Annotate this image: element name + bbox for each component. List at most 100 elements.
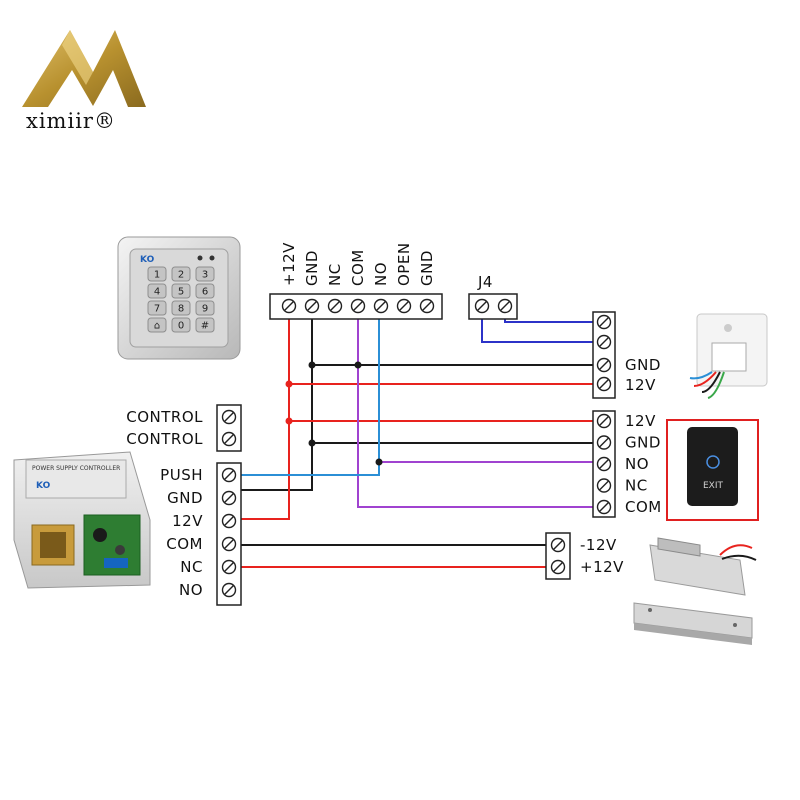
keypad-key-label: 7 <box>154 304 160 315</box>
ps-terminal-label: NC <box>180 558 203 576</box>
wire-j4-b <box>504 306 603 323</box>
exit-terminal-screw <box>596 435 612 450</box>
sensor-terminal-block: GND 12V <box>592 311 661 399</box>
ps-terminal-screw <box>221 559 237 575</box>
reader-terminal-label: COM <box>349 249 367 286</box>
j4-connector: J4 <box>468 273 518 320</box>
exit-terminal-label: 12V <box>625 412 656 430</box>
j4-label: J4 <box>477 273 493 291</box>
ps-label: POWER SUPPLY CONTROLLER <box>32 465 120 472</box>
exit-terminal-label: NC <box>625 477 648 495</box>
brand-name: ximiir® <box>26 109 116 133</box>
keypad-key-label: 1 <box>154 270 160 281</box>
brand-logo: ximiir® <box>22 30 146 133</box>
reader-terminal-screw <box>327 298 343 314</box>
j4-screw <box>497 298 513 314</box>
junctions <box>285 361 383 466</box>
exit-terminal-screw <box>596 499 612 515</box>
ps-terminal-label: 12V <box>172 512 203 530</box>
keypad-key: 7 <box>147 300 167 316</box>
control-terminal-block: CONTROL CONTROL <box>126 404 242 452</box>
lock-terminal-label: -12V <box>580 536 617 554</box>
keypad-key-label: ⌂ <box>154 321 160 332</box>
ps-terminal-screw <box>221 467 237 483</box>
reader-terminal-label: +12V <box>280 242 298 286</box>
keypad-key: 4 <box>147 283 167 299</box>
wires <box>232 306 603 568</box>
keypad-key: 0 <box>171 317 191 333</box>
sensor-terminal-screw <box>596 357 612 373</box>
keypad-key-label: 6 <box>202 287 208 298</box>
exit-terminal-screw <box>596 456 612 472</box>
control-terminal-label: CONTROL <box>126 408 203 426</box>
control-terminal-screw <box>221 431 237 447</box>
keypad-key-label: 0 <box>178 321 184 332</box>
sensor-terminal-screw <box>596 376 612 392</box>
control-terminal-screw <box>221 409 237 425</box>
keypad-key: 3 <box>195 266 215 282</box>
reader-terminal-label: NO <box>372 262 390 286</box>
keypad-key: 8 <box>171 300 191 316</box>
ps-terminal-block: PUSH GND 12V COM NC NO <box>160 462 242 606</box>
wire-com <box>357 306 603 508</box>
keypad-key: 9 <box>195 300 215 316</box>
power-supply: POWER SUPPLY CONTROLLER KO <box>13 451 151 589</box>
keypad-logo: KO <box>140 255 155 265</box>
ps-terminal-screw <box>221 536 237 552</box>
keypad-key-label: # <box>201 321 209 332</box>
keypad-key-label: 8 <box>178 304 184 315</box>
ps-terminal-screw <box>221 490 237 506</box>
reader-terminal-block: +12V GND NC COM NO OPEN GND <box>269 242 443 320</box>
keypad-key-label: 4 <box>154 287 160 298</box>
exit-terminal-screw <box>596 413 612 429</box>
keypad-key: ⌂ <box>147 317 167 333</box>
wire-12v-reader <box>232 306 290 520</box>
keypad-key: 1 <box>147 266 167 282</box>
ps-terminal-label: NO <box>179 581 203 599</box>
keypad-key: # <box>195 317 215 333</box>
reader-terminal-screw <box>419 298 435 314</box>
magnetic-lock <box>633 602 753 645</box>
lock-terminal-screw <box>550 559 566 575</box>
keypad-key-label: 5 <box>178 287 184 298</box>
reader-terminal-screw <box>304 298 320 314</box>
control-terminal-label: CONTROL <box>126 430 203 448</box>
exit-terminal-label: COM <box>625 498 662 516</box>
sensor-terminal-label: 12V <box>625 376 656 394</box>
exit-button-text: EXIT <box>703 481 724 491</box>
reader-terminal-label: GND <box>303 250 321 286</box>
reader-terminal-screw <box>281 298 297 314</box>
j4-screw <box>474 298 490 314</box>
exit-terminal-block: 12V GND NO NC COM <box>592 410 662 518</box>
sensor-terminal-screw <box>596 314 612 330</box>
sensor-terminal-screw <box>596 334 612 350</box>
exit-terminal-screw <box>596 478 612 493</box>
ps-logo: KO <box>36 481 51 491</box>
ps-terminal-label: GND <box>167 489 203 507</box>
electric-bolt-lock <box>649 537 757 596</box>
exit-terminal-label: GND <box>625 434 661 452</box>
reader-terminal-label: GND <box>418 250 436 286</box>
reader-terminal-screw <box>350 298 366 314</box>
ps-terminal-screw <box>221 582 237 598</box>
exit-terminal-label: NO <box>625 455 649 473</box>
ps-terminal-label: COM <box>166 535 203 553</box>
ps-terminal-label: PUSH <box>160 466 203 484</box>
keypad-key: 2 <box>171 266 191 282</box>
reader-terminal-label: OPEN <box>395 242 413 286</box>
ps-terminal-screw <box>221 513 237 529</box>
wire-gnd-reader <box>232 306 313 491</box>
keypad-key-label: 2 <box>178 270 184 281</box>
exit-button: EXIT <box>666 419 759 521</box>
lock-terminal-screw <box>550 537 566 553</box>
lock-terminal-block: -12V +12V <box>545 532 624 580</box>
keypad-key-label: 3 <box>202 270 208 281</box>
reader-terminal-label: NC <box>326 263 344 286</box>
lock-terminal-label: +12V <box>580 558 624 576</box>
keypad-key: 6 <box>195 283 215 299</box>
wire-push <box>232 306 380 476</box>
sensor-terminal-label: GND <box>625 356 661 374</box>
